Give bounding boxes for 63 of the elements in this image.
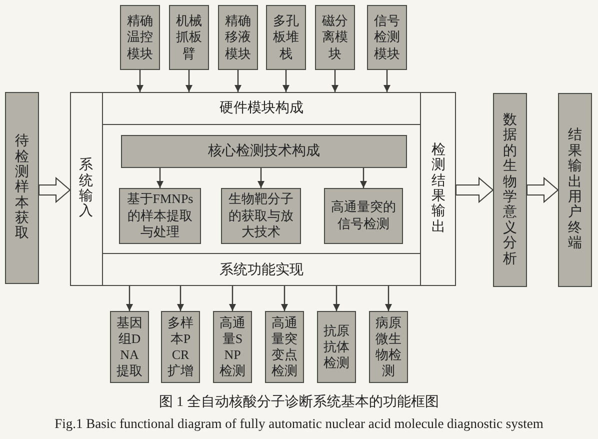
module-box — [315, 5, 355, 70]
hollow-arrow — [526, 176, 559, 204]
node-label: 高通量SNP检测 — [218, 314, 246, 380]
module-box — [120, 5, 160, 70]
node-label: 病原微生物检测 — [374, 314, 402, 380]
arrow — [156, 168, 164, 188]
node-label: 生物靶分子的获取与放大技术 — [228, 190, 294, 242]
hollow-arrow — [456, 176, 494, 204]
arrow — [126, 286, 133, 311]
arrow — [186, 70, 192, 92]
node-label: 信号检测模块 — [373, 13, 401, 62]
node-label: 系统功能实现 — [220, 261, 304, 280]
node-label: 磁分离模块 — [321, 13, 349, 62]
module-box — [367, 5, 407, 70]
arrow — [234, 70, 242, 92]
process-box — [558, 93, 592, 287]
arrow — [385, 286, 392, 311]
system-frame — [70, 92, 456, 286]
node-label: 多样本PCR扩增 — [166, 314, 194, 380]
node-label: 基因组DNA提取 — [116, 314, 144, 380]
arrow — [136, 70, 144, 92]
node-label: 检测结果输出 — [432, 142, 446, 236]
module-box — [266, 5, 306, 70]
module-box — [369, 311, 408, 383]
arrow — [360, 168, 367, 188]
node-label: 核心检测技术构成 — [208, 142, 320, 161]
arrow — [258, 168, 264, 188]
figure-caption: 图 1 全自动核酸分子诊断系统基本的功能框图 — [158, 393, 440, 412]
process-box — [5, 92, 39, 284]
node-label: 待检测样本获取 — [15, 134, 29, 242]
hollow-arrow — [38, 176, 71, 204]
technique-box — [119, 188, 201, 244]
technique-box — [324, 188, 403, 244]
module-box — [317, 311, 356, 383]
node-label: 结果输出用户终端 — [568, 128, 582, 252]
core-box — [121, 135, 407, 168]
node-label: 高通量突的信号检测 — [330, 199, 397, 233]
module-box — [265, 311, 304, 383]
arrow — [229, 286, 236, 311]
arrow — [384, 70, 390, 92]
node-label: 数据的生物学意义分析 — [503, 113, 517, 267]
node-label: 高通量突变点检测 — [270, 314, 298, 380]
arrow — [281, 286, 288, 311]
node-label: 多孔板堆栈 — [272, 13, 300, 62]
process-box — [493, 93, 527, 287]
node-label: 精确温控模块 — [126, 13, 154, 62]
module-box — [218, 5, 258, 70]
arrow — [333, 286, 340, 311]
arrow — [332, 70, 338, 92]
node-label: 基于FMNPs的样本提取与处理 — [126, 190, 194, 242]
module-box — [161, 311, 200, 383]
node-label: 抗原抗体检测 — [322, 322, 350, 372]
arrow — [282, 70, 290, 92]
module-box — [169, 5, 209, 70]
node-label: 机械抓板臂 — [175, 13, 203, 62]
node-label: 系统输入 — [79, 158, 93, 220]
module-box — [213, 311, 252, 383]
node-label: 精确移液模块 — [224, 13, 252, 62]
technique-box — [221, 188, 301, 244]
node-label: 硬件模块构成 — [220, 100, 304, 118]
module-box — [110, 311, 149, 383]
figure-caption-english: Fig.1 Basic functional diagram of fully automatic nuclear acid molecule diagnostic system — [54, 415, 544, 433]
arrow — [177, 286, 184, 311]
